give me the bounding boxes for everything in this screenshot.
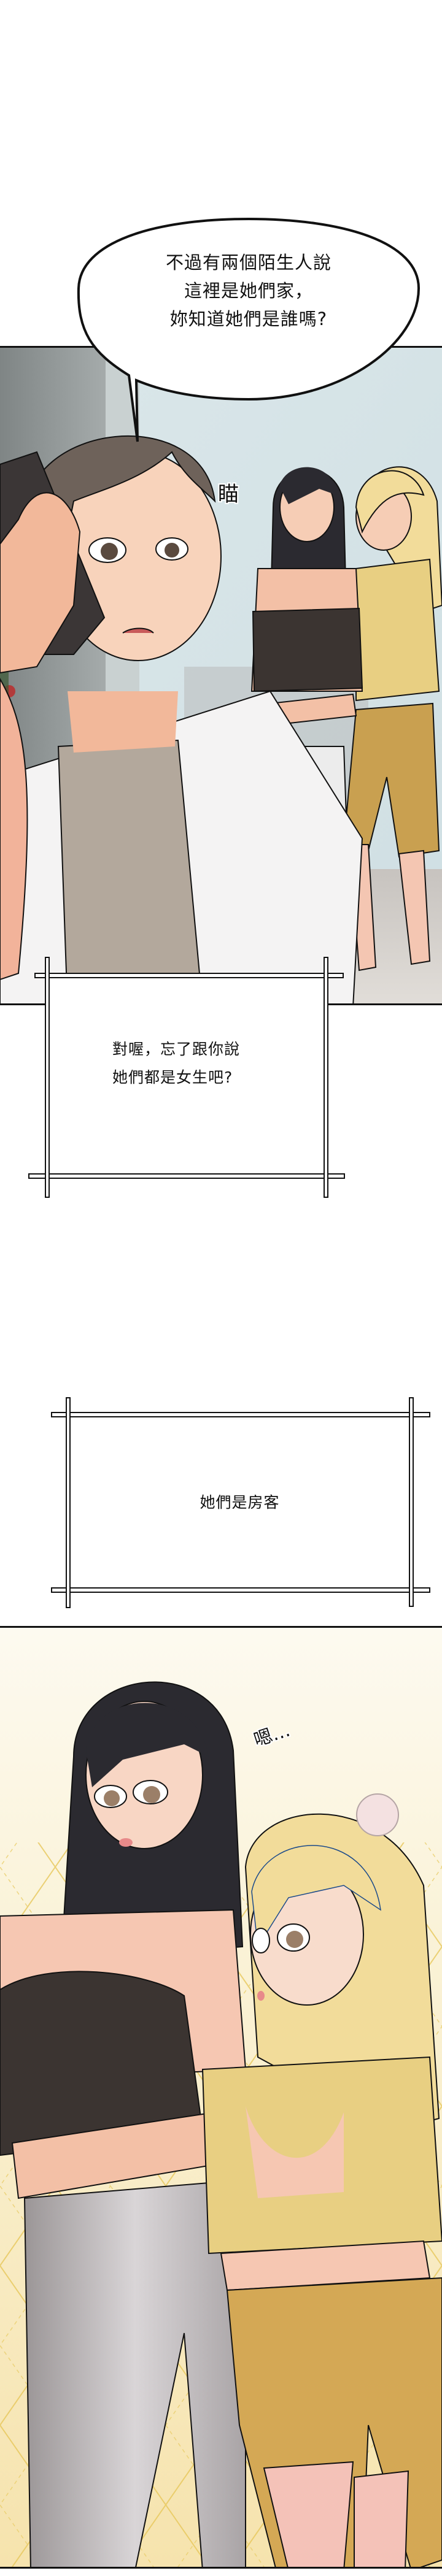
caption-2-post-left [66, 1397, 71, 1608]
bubble-line: 妳知道她們是誰嗎? [169, 309, 328, 329]
speech-bubble-text: 不過有兩個陌生人說 這裡是她們家， 妳知道她們是誰嗎? [79, 248, 419, 333]
bubble-line: 不過有兩個陌生人說 [165, 252, 332, 273]
caption-1-bar-bottom [28, 1173, 345, 1179]
panel-1-illustration [0, 348, 442, 1003]
caption-line: 她們是房客 [200, 1493, 280, 1511]
panel-2: 嗯… [0, 1626, 442, 2569]
caption-2-bar-bottom [51, 1587, 430, 1593]
caption-line: 對喔，忘了跟你說 [112, 1040, 241, 1058]
caption-2-bar-top [51, 1412, 430, 1417]
caption-1-post-left [45, 957, 50, 1198]
caption-box-1 [49, 978, 326, 1176]
sfx-glance: 瞄 [218, 482, 239, 507]
bubble-line: 這裡是她們家， [184, 280, 313, 301]
caption-1-post-right [324, 957, 328, 1198]
panel-2-illustration [0, 1628, 442, 2567]
caption-2-text: 她們是房客 [69, 1489, 411, 1517]
caption-1-text: 對喔，忘了跟你說 她們都是女生吧? [112, 1035, 240, 1092]
caption-1-bar-top [34, 973, 344, 978]
blonde-woman [201, 1793, 442, 2567]
caption-line: 她們都是女生吧? [112, 1068, 233, 1086]
man-on-phone [0, 435, 363, 1003]
panel-1: 瞄 [0, 346, 442, 1005]
caption-2-post-right [409, 1397, 414, 1607]
